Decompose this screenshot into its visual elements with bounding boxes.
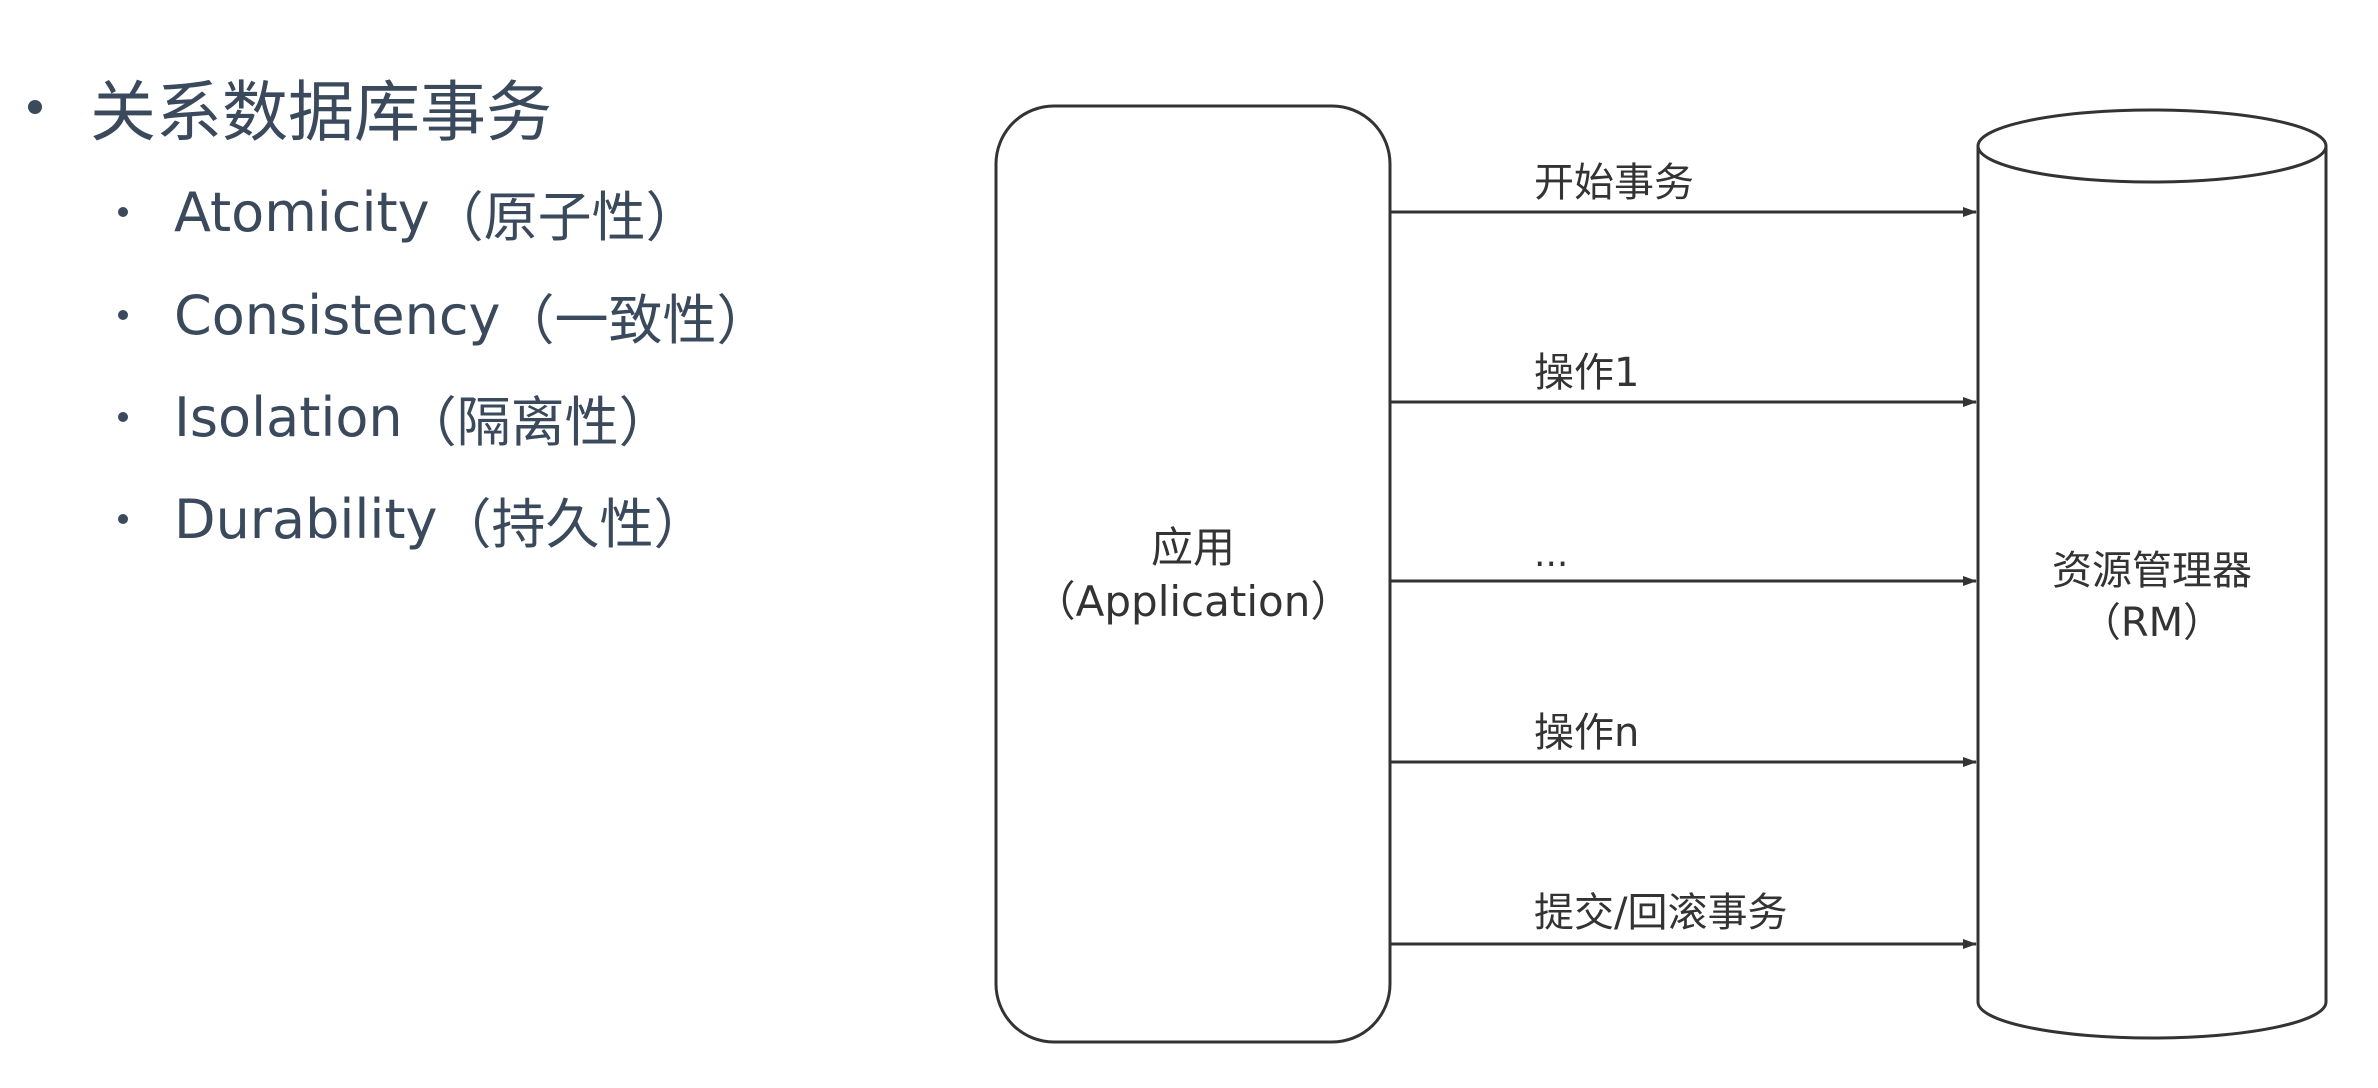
cylinder-top xyxy=(1976,108,2328,184)
application-name: 应用 xyxy=(1151,523,1235,572)
list-heading: 关系数据库事务 xyxy=(14,62,552,152)
arrow-label-op1: 操作1 xyxy=(1534,350,1639,396)
list-item-term: Consistency xyxy=(174,283,501,347)
rm-name: 资源管理器 xyxy=(2052,548,2252,594)
application-box xyxy=(994,104,1392,1044)
list-heading-text: 关系数据库事务 xyxy=(90,74,552,151)
list-item-gloss: （原子性） xyxy=(429,185,700,249)
bullet-dot xyxy=(118,207,128,217)
list-item: Atomicity （原子性） xyxy=(110,172,700,252)
list-item-term: Isolation xyxy=(174,385,403,449)
list-item: Isolation （隔离性） xyxy=(110,377,673,457)
list-item-gloss: （一致性） xyxy=(500,288,771,352)
list-item-gloss: （隔离性） xyxy=(402,390,673,454)
bullet-list: 关系数据库事务 Atomicity （原子性） Consistency （一致性… xyxy=(0,0,900,600)
list-item-gloss: （持久性） xyxy=(437,492,708,556)
arrow-label-ellipsis: ... xyxy=(1534,534,1568,575)
list-item-term: Atomicity xyxy=(174,180,430,244)
arrow-label-opn: 操作n xyxy=(1534,710,1639,756)
bullet-dot xyxy=(28,100,42,114)
arrow-label-commit: 提交/回滚事务 xyxy=(1534,890,1787,936)
bullet-dot xyxy=(118,310,128,320)
bullet-dot xyxy=(118,514,128,524)
arrow-label-begin: 开始事务 xyxy=(1534,160,1694,206)
rm-sub: （RM） xyxy=(2081,600,2223,646)
cylinder-body xyxy=(1976,146,2328,1040)
list-item-term: Durability xyxy=(174,487,438,551)
bullet-dot xyxy=(118,412,128,422)
resource-manager-cylinder xyxy=(1976,108,2328,1040)
list-item: Consistency （一致性） xyxy=(110,275,771,355)
list-item: Durability （持久性） xyxy=(110,479,708,559)
application-sub: （Application） xyxy=(1034,577,1353,626)
